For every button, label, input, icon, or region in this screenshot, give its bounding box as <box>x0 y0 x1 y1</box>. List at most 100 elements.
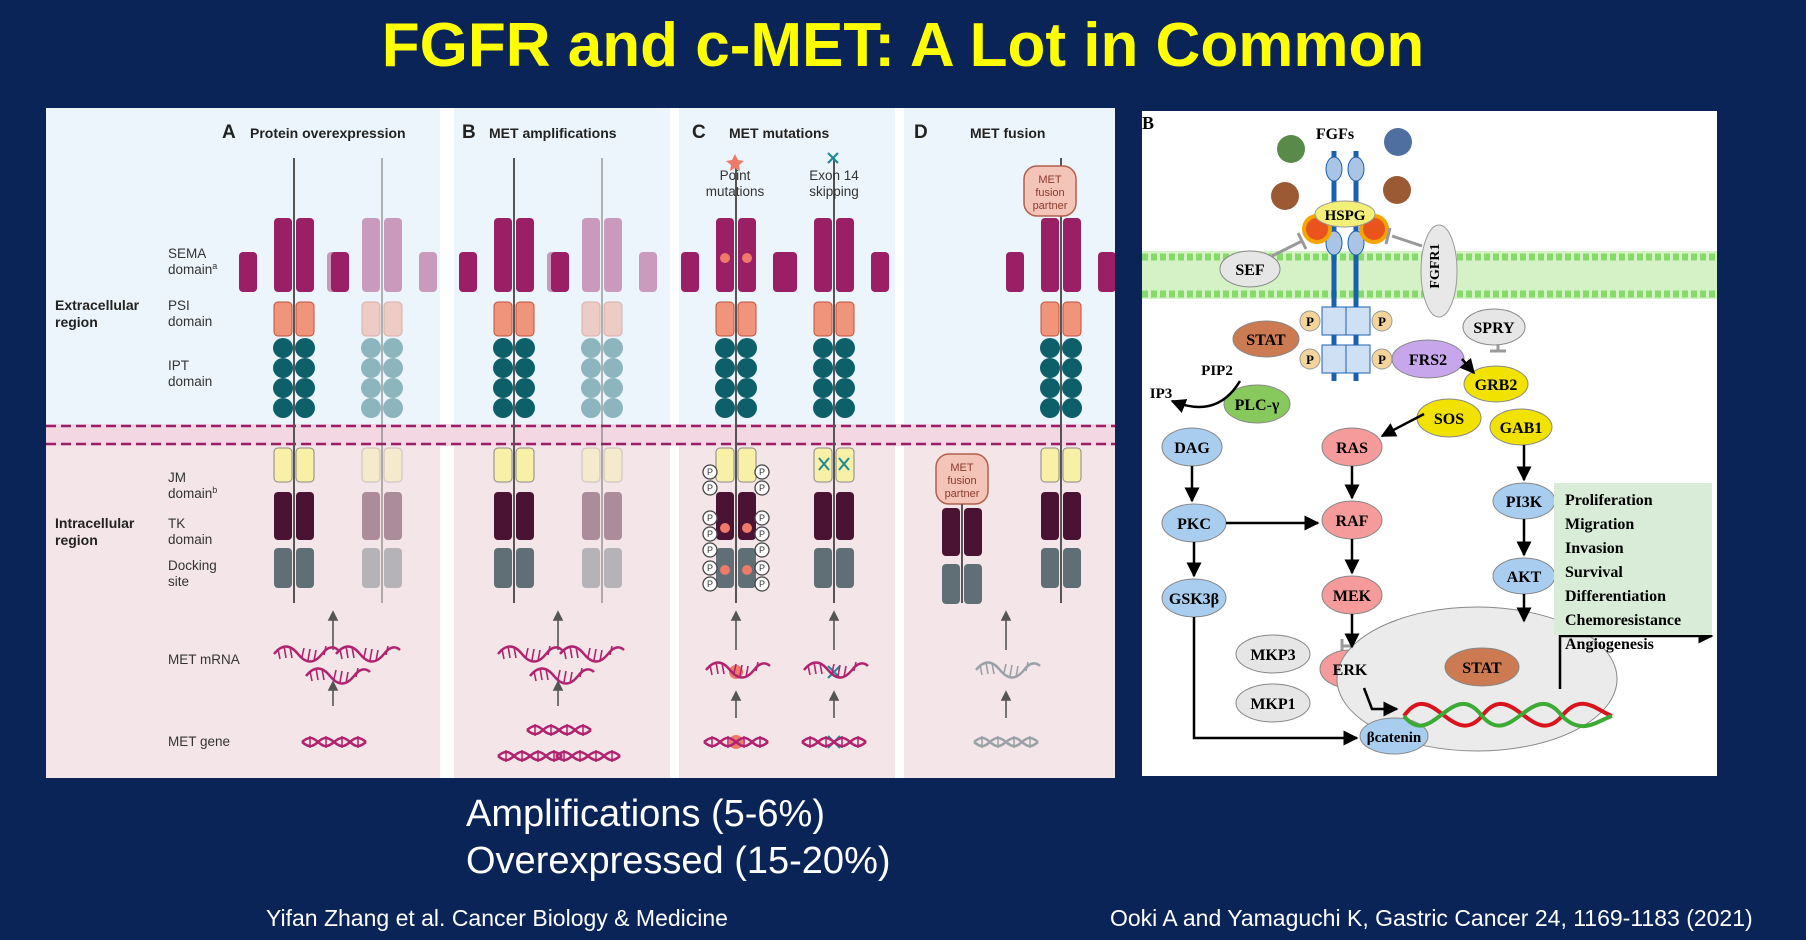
extracellular-label-1: Extracellular <box>55 297 140 313</box>
outcome-0: Proliferation <box>1565 492 1653 509</box>
panel-c-letter: C <box>692 122 706 143</box>
psi-label-2: domain <box>168 314 212 329</box>
fgfr-signaling-pathway-figure: B FGFs HSPG FGFR1 <box>1142 111 1717 776</box>
mrna-label: MET mRNA <box>168 652 240 667</box>
p-10: P <box>759 545 765 555</box>
fusion-top-1: MET <box>1038 174 1062 186</box>
point-mutation-icon <box>726 154 744 171</box>
intracellular-label-2: region <box>55 532 98 548</box>
outcome-6: Angiogenesis <box>1565 636 1654 653</box>
grb2-node <box>1463 365 1529 403</box>
p-11: P <box>707 563 713 573</box>
hspg-node <box>1314 200 1376 228</box>
fgfr1-node <box>1420 224 1458 318</box>
tk-label-2: domain <box>168 532 212 547</box>
exon14-label-1: Exon 14 <box>809 168 859 183</box>
tk-label-1: TK <box>168 516 185 531</box>
sema-label-2: domain <box>168 262 212 277</box>
erk-label: ERK <box>1333 662 1368 679</box>
fusion-top-3: partner <box>1033 200 1068 212</box>
docking-label-1: Docking <box>168 558 217 573</box>
p-label-2: P <box>1378 314 1386 329</box>
psi-label-1: PSI <box>168 298 190 313</box>
mkp1-label: MKP1 <box>1250 696 1295 713</box>
p-1: P <box>707 467 713 477</box>
outcome-5: Chemoresistance <box>1565 612 1681 629</box>
p-12: P <box>759 563 765 573</box>
panel-b-letter: B <box>1142 113 1154 133</box>
panel-backgrounds <box>46 108 1115 778</box>
slide-title: FGFR and c-MET: A Lot in Common <box>381 11 1425 80</box>
p-label-4: P <box>1378 352 1386 367</box>
fusion-partner-extracellular: MET fusion partner <box>1023 165 1077 217</box>
gsk3b-label: GSK3β <box>1169 591 1219 608</box>
pi3k-label: PI3K <box>1506 494 1543 511</box>
ipt-label-2: domain <box>168 374 212 389</box>
gene-label: MET gene <box>168 734 230 749</box>
p-2: P <box>759 467 765 477</box>
spry-label: SPRY <box>1473 320 1515 337</box>
phospho-circles <box>702 464 770 592</box>
hspg-label: HSPG <box>1325 208 1366 224</box>
gab1-label: GAB1 <box>1500 420 1543 437</box>
panel-b-letter: B <box>462 122 476 143</box>
mkp3-node <box>1235 634 1311 674</box>
fusion-top-2: fusion <box>1035 187 1064 199</box>
jm-label-sup: b <box>212 485 217 495</box>
akt-label: AKT <box>1507 569 1542 586</box>
fusion-bot-2: fusion <box>947 475 976 487</box>
p-14: P <box>759 579 765 589</box>
pathway-arrows <box>1170 357 1714 746</box>
spry-node <box>1462 308 1526 346</box>
outcomes-box <box>1554 483 1712 635</box>
mkp1-node <box>1235 683 1311 723</box>
p-label-1: P <box>1306 314 1314 329</box>
bcatenin-label: βcatenin <box>1367 730 1422 746</box>
mek-label: MEK <box>1333 588 1372 605</box>
exon14-label-2: skipping <box>809 184 859 199</box>
p-8: P <box>759 529 765 539</box>
ipt-label-1: IPT <box>168 358 189 373</box>
met-alterations-figure: A Protein overexpression B MET amplifica… <box>46 108 1115 778</box>
stat-overexpressed: Overexpressed (15-20%) <box>466 840 891 882</box>
expression-arrows <box>327 610 1012 718</box>
fusion-bot-3: partner <box>945 488 980 500</box>
p-5: P <box>707 513 713 523</box>
gab1-node <box>1489 408 1553 446</box>
sema-label-sup: a <box>212 261 217 271</box>
plc-node <box>1223 384 1291 424</box>
sema-label-1: SEMA <box>168 246 206 261</box>
p-6: P <box>759 513 765 523</box>
point-mutation-label-1: Point <box>720 168 751 183</box>
pip2-label: PIP2 <box>1201 363 1233 379</box>
extracellular-label-2: region <box>55 314 98 330</box>
docking-label-2: site <box>168 574 189 589</box>
outcome-2: Invasion <box>1565 540 1624 557</box>
stat-nuc-label: STAT <box>1462 660 1502 677</box>
fusion-partner-intracellular: MET fusion partner <box>935 453 989 604</box>
outcome-1: Migration <box>1565 516 1634 533</box>
panel-b-label: MET amplifications <box>489 125 617 141</box>
panel-d-label: MET fusion <box>970 125 1045 141</box>
phospho-circles <box>1299 310 1393 370</box>
sos-label: SOS <box>1434 411 1464 428</box>
point-mutation-label-2: mutations <box>706 184 765 199</box>
cell-membrane <box>46 424 1115 446</box>
pkc-label: PKC <box>1177 516 1211 533</box>
raf-label: RAF <box>1336 513 1369 530</box>
mkp3-label: MKP3 <box>1250 647 1295 664</box>
intracellular-label-1: Intracellular <box>55 515 135 531</box>
panel-a-label: Protein overexpression <box>250 125 406 141</box>
grb2-label: GRB2 <box>1475 377 1518 394</box>
p-13: P <box>707 579 713 589</box>
sef-node <box>1219 250 1281 288</box>
stat-nuc-node <box>1444 647 1520 687</box>
jm-label-1: JM <box>168 470 186 485</box>
plc-label: PLC-γ <box>1235 397 1280 414</box>
ip3-label: IP3 <box>1150 386 1173 402</box>
svg-text:domaina: domaina <box>168 261 217 277</box>
stat-top-label: STAT <box>1246 332 1286 349</box>
exon14-x-icon <box>827 152 839 164</box>
jm-label-2: domain <box>168 486 212 501</box>
fgf-ligands <box>1271 128 1412 210</box>
